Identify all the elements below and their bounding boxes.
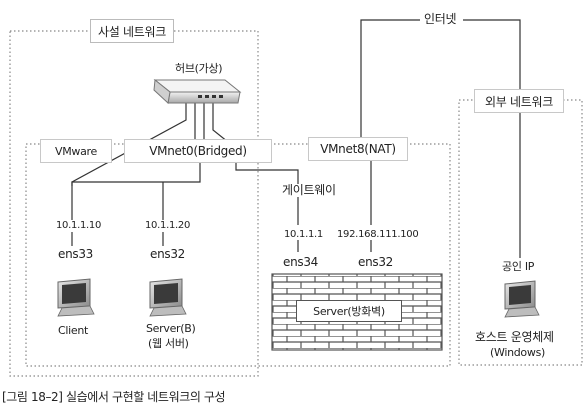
figure-caption: [그림 18–2] 실습에서 구현할 네트워크의 구성 xyxy=(2,390,226,404)
server-firewall-label: Server(방화벽) xyxy=(296,300,402,322)
private-network-label: 사설 네트워크 xyxy=(90,19,174,43)
server-inner-nic: ens34 xyxy=(283,255,319,269)
hub-label: 허브(가상) xyxy=(175,62,223,75)
external-network-label: 외부 네트워크 xyxy=(474,89,564,113)
host-computer-icon xyxy=(504,280,540,318)
client-link xyxy=(71,162,201,220)
server-b-nic: ens32 xyxy=(150,247,186,261)
client-ip: 10.1.1.10 xyxy=(56,220,102,231)
gateway-label: 게이트웨이 xyxy=(282,183,336,197)
host-os-sub: (Windows) xyxy=(490,346,545,359)
server-outer-nic: ens32 xyxy=(358,255,394,269)
host-public-ip: 공인 IP xyxy=(502,260,535,273)
server-b-ip: 10.1.1.20 xyxy=(145,220,191,231)
client-name: Client xyxy=(58,324,89,337)
gateway-link xyxy=(235,162,299,225)
server-b-name: Server(B) xyxy=(146,322,196,335)
vmnet0-box: VMnet0(Bridged) xyxy=(124,139,272,163)
hub-device-icon xyxy=(153,79,242,104)
vmware-label: VMware xyxy=(40,139,112,163)
server-inner-ip: 10.1.1.1 xyxy=(284,229,323,240)
server-outer-ip: 192.168.111.100 xyxy=(337,229,419,240)
internet-label: 인터넷 xyxy=(424,12,457,26)
server-b-computer-icon xyxy=(149,278,187,317)
client-nic: ens33 xyxy=(58,247,94,261)
vmnet8-box: VMnet8(NAT) xyxy=(308,137,408,161)
internet-right-line xyxy=(463,19,521,90)
internet-left-line xyxy=(360,19,420,138)
client-computer-icon xyxy=(57,278,95,317)
host-os-label: 호스트 운영체제 xyxy=(475,330,554,344)
server-b-role: (웹 서버) xyxy=(148,337,189,350)
